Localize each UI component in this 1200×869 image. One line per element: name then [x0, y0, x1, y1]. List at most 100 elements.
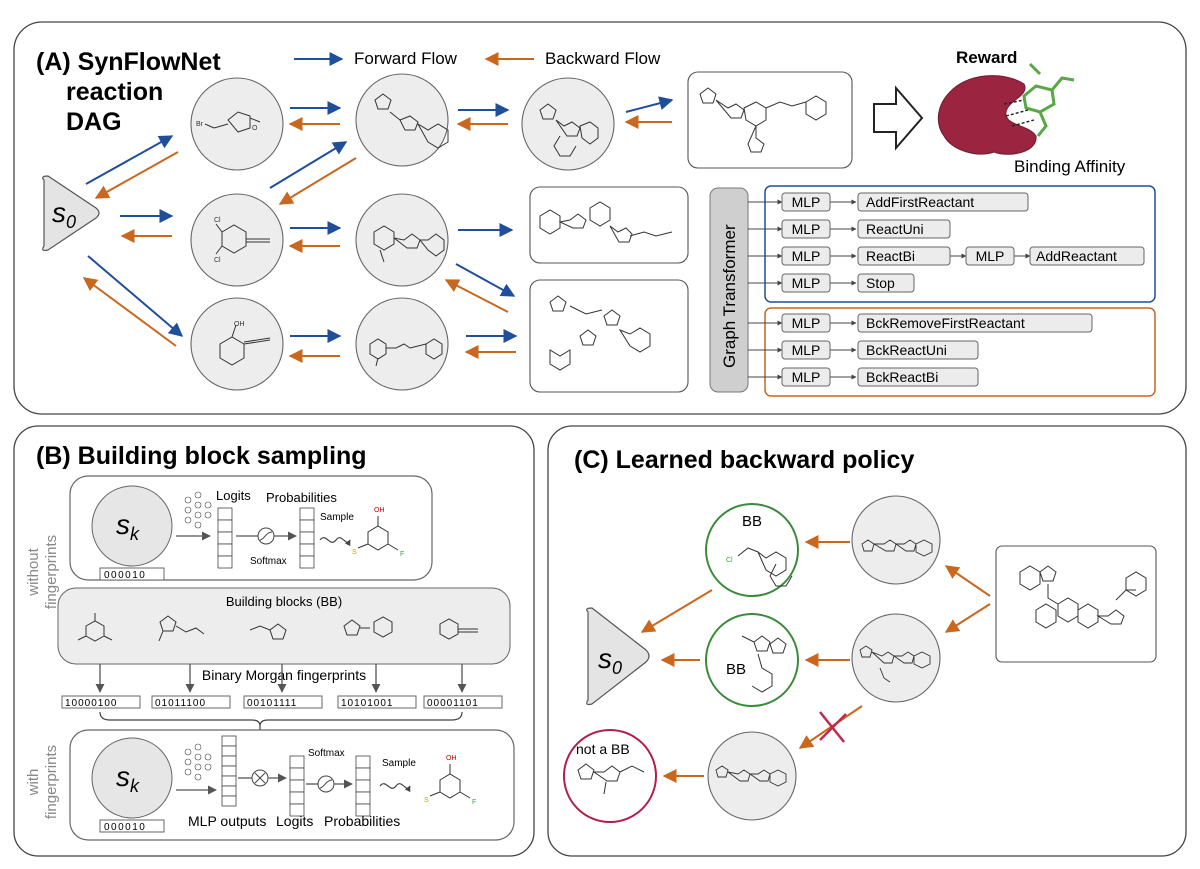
- mlp-box: [781, 313, 831, 333]
- product-box-top: [687, 71, 853, 169]
- mlp-label: MLP: [792, 248, 821, 264]
- action-label: AddReactant: [1036, 248, 1117, 264]
- state-circle-bottom: [707, 731, 797, 821]
- panel-c: (C) Learned backward policy s0 BB Cl BB …: [547, 425, 1187, 857]
- fingerprint-box: [151, 695, 231, 709]
- fingerprint-bits: 10000100: [65, 698, 118, 709]
- panel-a: (A) SynFlowNet reaction DAG Forward Flow…: [13, 21, 1187, 415]
- panel-a-title-line2: reaction: [66, 78, 163, 106]
- bb-circle-mid: [705, 613, 799, 707]
- atom-label: S: [424, 797, 429, 804]
- molecule-sketch: [219, 324, 271, 366]
- state-circle-top: [851, 495, 941, 585]
- action-label: AddFirstReactant: [866, 194, 974, 210]
- backward-arrow: [944, 603, 991, 633]
- action-label: Stop: [866, 275, 895, 291]
- without-fingerprints-label: withoutfingerprints: [25, 535, 60, 609]
- molecule-sketch: [699, 87, 827, 153]
- mlp-label: MLP: [792, 342, 821, 358]
- logits-vector: [217, 507, 233, 569]
- molecule-sketch: [204, 111, 261, 133]
- building-block-sketch: [158, 615, 205, 642]
- atom-label: F: [400, 551, 404, 558]
- action-box-add-reactant: [1029, 246, 1145, 266]
- state-bits: 000010: [104, 822, 146, 833]
- backward-arrow: [640, 589, 713, 633]
- softmax-icon: [257, 527, 275, 545]
- binding-dash: [1005, 109, 1029, 117]
- mlp-label: MLP: [792, 369, 821, 385]
- source-state-triangle: [586, 607, 650, 706]
- fingerprint-box: [423, 695, 503, 709]
- action-box-bck-react-uni: [857, 340, 979, 360]
- mlp-box: [965, 246, 1015, 266]
- state-sk-circle: [91, 737, 173, 819]
- panel-b: (B) Building block sampling withoutfinge…: [13, 425, 535, 857]
- probabilities-label: Probabilities: [324, 813, 400, 829]
- sample-arrow: [379, 783, 411, 793]
- fingerprint-bits: 10101001: [341, 698, 394, 709]
- graph-transformer-box: [709, 187, 749, 393]
- reward-hollow-arrow: [873, 85, 924, 151]
- binding-affinity-label: Binding Affinity: [1014, 157, 1126, 176]
- atom-label: OH: [234, 321, 245, 328]
- molecule-sketch: [737, 547, 793, 587]
- fingerprint-box: [61, 695, 141, 709]
- panel-a-title-line1: (A) SynFlowNet: [36, 48, 221, 76]
- atom-label: OH: [374, 507, 385, 514]
- morgan-label: Binary Morgan fingerprints: [202, 667, 366, 683]
- fingerprint-bits: 01011100: [155, 698, 206, 709]
- building-blocks-box: [57, 587, 511, 665]
- atom-label: S: [352, 549, 357, 556]
- legend-backward-label: Backward Flow: [545, 49, 661, 68]
- mlp-label: MLP: [792, 275, 821, 291]
- source-state-label: s0: [598, 643, 622, 678]
- mlp-box: [781, 219, 831, 239]
- bb-label-top: BB: [742, 513, 762, 530]
- molecule-sketch: [741, 635, 787, 693]
- molecule-sketch: [373, 225, 445, 263]
- binding-dash: [1011, 119, 1035, 127]
- mlp-label: MLP: [792, 221, 821, 237]
- molecule-sketch: [369, 338, 443, 367]
- forward-arrow: [455, 263, 516, 297]
- reward-label: Reward: [956, 48, 1017, 67]
- action-box-react-uni: [857, 219, 951, 239]
- backward-arrow: [444, 279, 509, 313]
- forward-arrow: [269, 141, 348, 189]
- mlp-label: MLP: [792, 194, 821, 210]
- molecule-sketch: [577, 763, 645, 795]
- fingerprint-bits: 00001101: [427, 698, 479, 709]
- mlp-box: [781, 246, 831, 266]
- backward-arrow: [94, 151, 179, 199]
- atom-label: Cl: [214, 217, 221, 224]
- action-label: BckReactBi: [866, 369, 938, 385]
- state-circle-r1c1: [190, 77, 284, 171]
- panel-a-title-line3: DAG: [66, 108, 122, 136]
- molecule-sketch: [539, 201, 673, 243]
- action-label: BckReactUni: [866, 342, 947, 358]
- source-state-triangle: [42, 175, 100, 252]
- softmax-label: Softmax: [308, 748, 345, 759]
- forward-arrow: [625, 96, 674, 113]
- atom-label: OH: [446, 755, 457, 762]
- sample-label: Sample: [382, 758, 416, 769]
- state-bits-box: [99, 819, 165, 833]
- backward-arrow: [82, 277, 177, 347]
- not-bb-circle: [563, 729, 657, 823]
- molecule-sketch: [715, 765, 787, 787]
- binding-dash: [1003, 99, 1025, 105]
- mlp-label: MLP: [976, 248, 1005, 264]
- sampled-building-block: [357, 516, 399, 551]
- atom-label: Cl: [726, 557, 733, 564]
- logits-label: Logits: [276, 813, 313, 829]
- state-circle-r1c2: [355, 73, 449, 167]
- state-bits-box: [99, 567, 165, 581]
- sample-label: Sample: [320, 512, 354, 523]
- logits-vector: [289, 755, 305, 817]
- action-box-bck-react-bi: [857, 367, 979, 387]
- molecule-sketch: [539, 103, 599, 157]
- with-fingerprints-label: withfingerprints: [25, 745, 60, 819]
- probabilities-label: Probabilities: [266, 490, 337, 505]
- product-box-bottom: [529, 279, 689, 393]
